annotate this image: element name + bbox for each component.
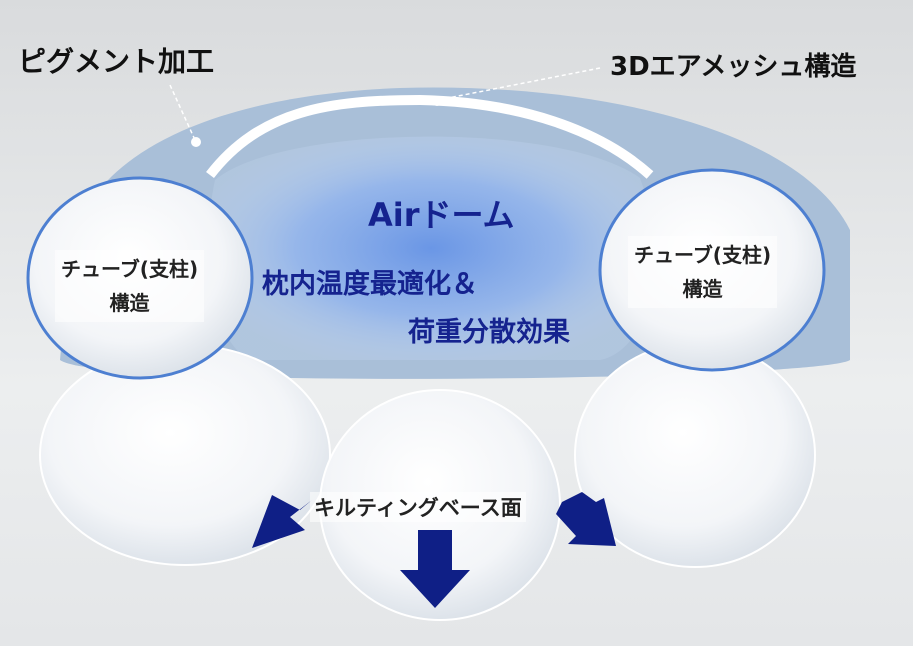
arrow-down-left-icon [252,495,312,548]
mesh-leader-dot [432,96,442,106]
mesh-label: 3Dエアメッシュ構造 [610,52,857,82]
mesh-band [206,94,654,179]
tube-left-label: チューブ(支柱) 構造 [55,250,205,322]
arrow-down-right-icon [556,492,616,546]
pigment-leader-line [169,84,196,141]
air-dome-area [208,136,655,360]
function-label-line1: 枕内温度最適化＆ [262,269,478,300]
tube-right-label-line1: チューブ(支柱) [634,243,772,267]
arrow-down-center-icon [400,530,470,608]
air-dome-label: Airドーム [368,196,515,234]
tube-left-label-line2: 構造 [109,291,150,315]
pigment-label: ピグメント加工 [18,45,215,78]
function-label-line2: 荷重分散効果 [408,317,570,348]
tube-right-label-line2: 構造 [682,277,723,301]
quilting-label: キルティングベース面 [310,492,526,522]
tube-right-label: チューブ(支柱) 構造 [628,236,778,308]
tube-left-label-line1: チューブ(支柱) [61,257,199,281]
pigment-leader-dot [191,137,201,147]
